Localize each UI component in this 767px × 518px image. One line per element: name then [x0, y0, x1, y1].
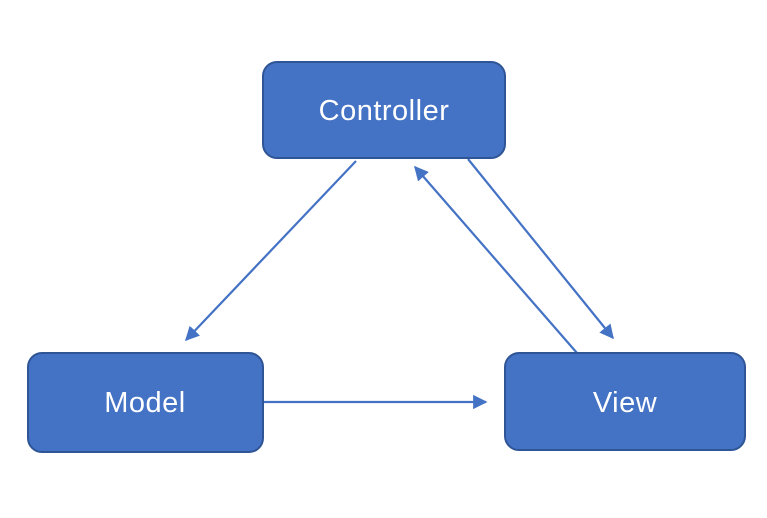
node-model: Model	[27, 352, 264, 453]
node-view-label: View	[593, 387, 658, 419]
node-controller-label: Controller	[319, 95, 450, 127]
node-model-label: Model	[104, 387, 186, 419]
node-model-shape	[27, 352, 264, 453]
node-view: View	[504, 352, 746, 451]
node-controller-shape	[262, 61, 506, 159]
edge-controller-to-model	[185, 160, 357, 342]
edge-controller-to-view	[467, 158, 614, 340]
node-view-shape	[504, 352, 746, 451]
node-controller: Controller	[262, 61, 506, 159]
edge-view-to-controller	[414, 165, 578, 354]
